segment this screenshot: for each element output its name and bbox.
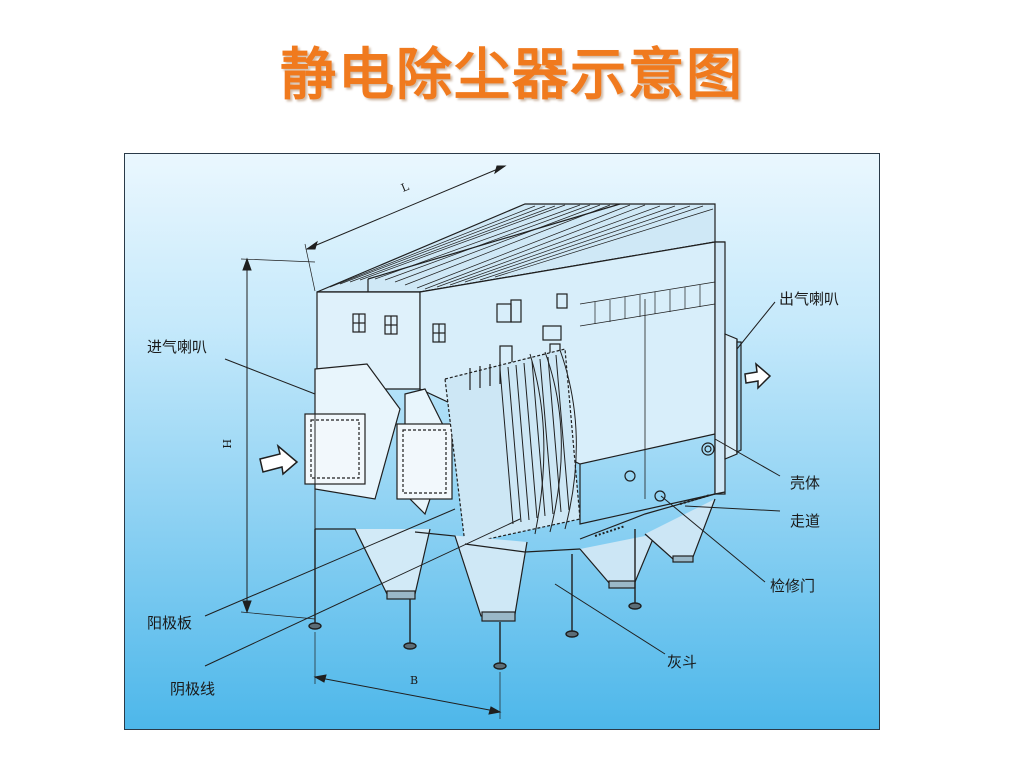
outlet-arrow-icon [744, 362, 772, 390]
leader-lines [204, 301, 781, 667]
inlet-horn-2 [396, 388, 453, 516]
diagram-frame: L H B 进气喇叭 出气喇叭 壳体 走道 检修门 阳极板 灰斗 阴极线 [124, 153, 880, 730]
dimension-lines [240, 165, 507, 719]
outlet-horn [724, 333, 742, 460]
label-shell: 壳体 [790, 474, 820, 492]
label-inlet-horn: 进气喇叭 [147, 338, 207, 356]
label-walkway: 走道 [790, 512, 820, 530]
dimension-height: H [220, 439, 233, 449]
shell [579, 241, 726, 540]
label-outlet-horn: 出气喇叭 [779, 290, 839, 308]
inlet-arrow-icon [259, 443, 299, 476]
ash-hoppers [315, 498, 716, 622]
label-access-door: 检修门 [770, 577, 815, 595]
dimension-width: B [410, 674, 418, 687]
label-cathode-wire: 阴极线 [170, 680, 215, 698]
label-anode-plate: 阳极板 [147, 614, 192, 632]
flow-arrows [259, 362, 772, 476]
label-ash-hopper: 灰斗 [667, 653, 697, 671]
roof [316, 203, 716, 293]
dimension-length: L [399, 180, 411, 195]
slide-title: 静电除尘器示意图 [280, 43, 744, 108]
precipitator-drawing: L H B 进气喇叭 出气喇叭 壳体 走道 检修门 阳极板 灰斗 阴极线 [147, 165, 839, 719]
support-columns [308, 292, 642, 670]
electrode-field [444, 348, 581, 545]
